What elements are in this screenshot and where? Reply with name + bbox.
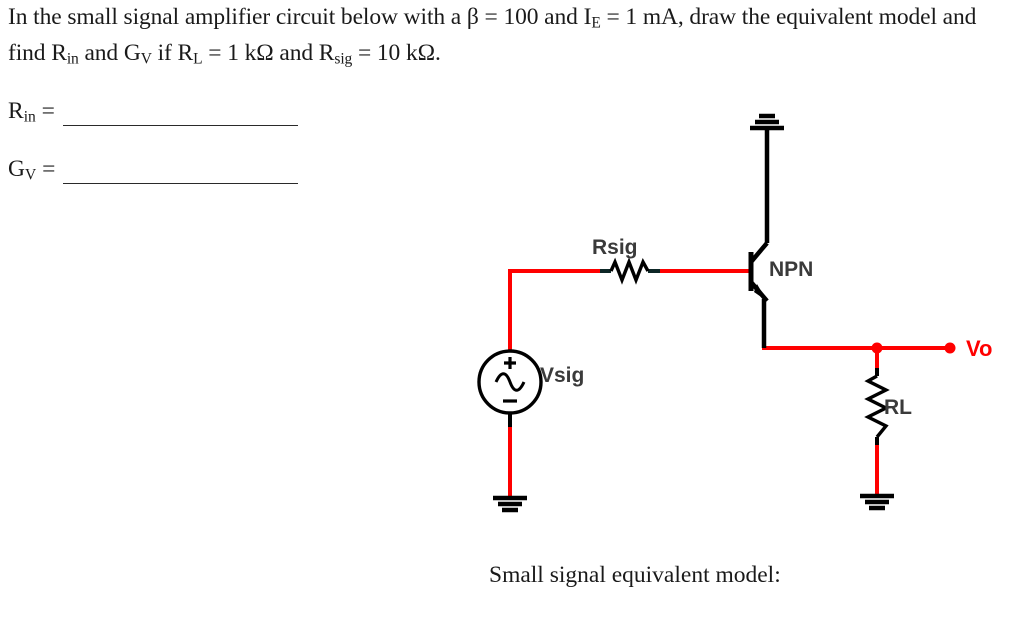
answer-blank-gv-input[interactable] [63,165,299,185]
problem-line-2-sub-in: in [66,50,79,68]
problem-line-2-sub-l: L [193,50,203,68]
problem-line-2-b: and G [78,40,141,67]
problem-line-2-e: = 10 kΩ. [352,40,441,67]
resistor-rl-symbol [864,374,890,439]
problem-line-1-a: In the small signal amplifier circuit be… [8,4,592,30]
problem-line-2-c: if R [151,40,194,67]
problem-line-2-sub-v: V [140,50,152,68]
wire-vsig-to-rsig [508,269,600,366]
answer-blank-rin-label: Rin = [8,98,55,126]
bjt-collector-lead [749,241,769,264]
answer-blank-rin: Rin = [8,98,298,127]
answer-blank-rin-subscript: in [23,108,36,126]
bjt-emitter-arrow [754,284,767,301]
label-rsig: Rsig [592,236,638,259]
vsig-plus-sign [504,357,516,369]
answer-blank-rin-symbol: R [8,98,24,124]
problem-statement: In the small signal amplifier circuit be… [8,2,1016,75]
problem-line-2-sub-sig: sig [334,50,353,68]
problem-line-2: model and find Rin and GV if RL = 1 kΩ a… [8,4,977,68]
diagram-caption: Small signal equivalent model: [489,562,781,588]
ground-collector [750,113,784,131]
label-rl: RL [884,396,912,419]
label-vo: Vo [966,336,993,361]
label-npn: NPN [769,258,814,281]
answer-blank-gv-equals: = [42,156,56,182]
answer-blank-rin-input[interactable] [62,107,298,127]
answer-blank-gv-subscript: V [24,166,37,184]
problem-line-2-d: = 1 kΩ and R [202,40,335,67]
resistor-rsig-symbol [609,257,650,285]
node-dot-output [871,342,883,354]
problem-line-1-sub-ie: E [591,14,601,32]
answer-blank-gv-label: GV = [8,156,55,184]
terminal-dot-vo [944,342,956,354]
vsig-sine-symbol [494,372,526,392]
problem-line-1: In the small signal amplifier circuit be… [8,4,873,32]
problem-line-2-a: model and find R [8,4,977,67]
answer-blank-gv-symbol: G [8,156,25,182]
ground-rl [860,493,894,511]
ground-vsig [493,495,527,513]
problem-line-1-b: = 1 mA, draw the equivalent [600,4,873,30]
answer-blank-rin-equals: = [41,98,55,124]
answer-blank-gv: GV = [8,156,299,185]
label-vsig: Vsig [540,364,585,387]
